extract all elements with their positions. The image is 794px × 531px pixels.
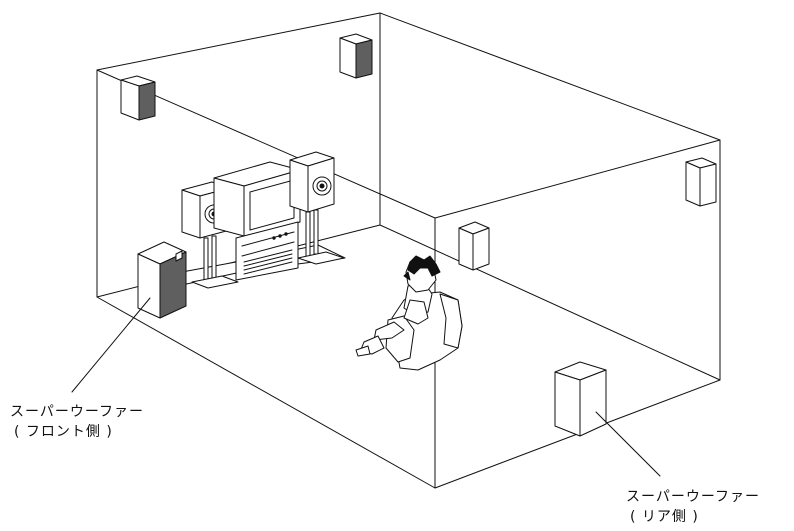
front-subwoofer (137, 241, 187, 319)
front-subwoofer-label-line2: ( フロント側 ) (14, 424, 113, 440)
front-speaker-right (289, 151, 345, 265)
ceiling-speaker-left (120, 75, 156, 121)
rear-subwoofer-label-line1: スーパーウーファー (626, 489, 761, 505)
rear-subwoofer (554, 361, 607, 437)
front-subwoofer-label: スーパーウーファー ( フロント側 ) (10, 401, 144, 441)
tv-rack (213, 161, 301, 281)
listener-armchair (355, 255, 463, 371)
ceiling-speaker-front-right (458, 221, 490, 271)
rear-subwoofer-label: スーパーウーファー ( リア側 ) (626, 486, 760, 526)
room-box (96, 12, 721, 489)
front-subwoofer-leader-line (71, 297, 151, 393)
ceiling-speaker-right (685, 157, 717, 207)
rear-subwoofer-label-line2: ( リア側 ) (630, 509, 699, 525)
ceiling-speaker-back (339, 33, 373, 79)
front-subwoofer-label-line1: スーパーウーファー (10, 404, 145, 420)
rear-subwoofer-leader-line (595, 411, 661, 477)
